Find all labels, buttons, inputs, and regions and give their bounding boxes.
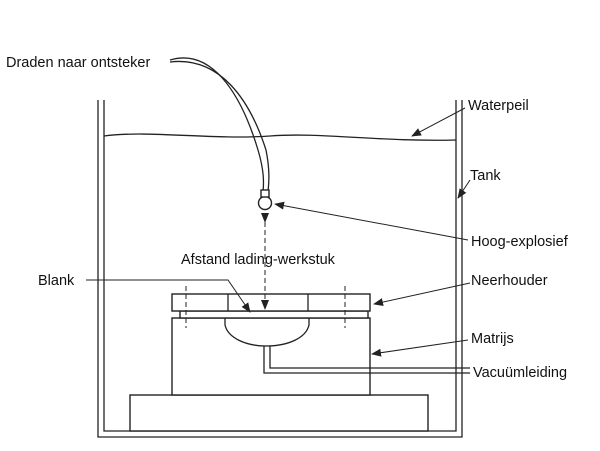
leader-waterpeil: [411, 107, 466, 137]
label-high-explosive: Hoog-explosief: [471, 234, 569, 250]
explosive-charge: [257, 195, 273, 211]
base-block: [129, 394, 429, 432]
vacuum-line: [263, 346, 470, 374]
leader-tank: [457, 179, 471, 199]
label-hold-down: Neerhouder: [471, 273, 548, 289]
label-standoff: Afstand lading-werkstuk: [181, 252, 336, 268]
label-wires: Draden naar ontsteker: [6, 55, 150, 71]
leader-blank: [86, 279, 251, 313]
leader-neerhouder: [373, 282, 471, 306]
water-surface: [103, 133, 457, 141]
die-cavity: [224, 316, 310, 347]
hold-down-ring: [171, 293, 371, 312]
label-water-level: Waterpeil: [468, 98, 529, 114]
leader-matrijs: [371, 339, 469, 357]
label-tank: Tank: [470, 168, 501, 184]
blank-sheet: [179, 310, 369, 319]
explosive-holder: [260, 189, 270, 198]
detonator-wires: [169, 57, 265, 193]
label-die: Matrijs: [471, 331, 514, 347]
die-block: [171, 317, 371, 396]
label-vacuum-line: Vacuümleiding: [473, 365, 567, 381]
detonator-wires-2: [169, 60, 270, 193]
hold-down-opening: [227, 294, 309, 311]
leader-hoog-explosief: [274, 201, 469, 241]
label-blank: Blank: [38, 273, 75, 289]
